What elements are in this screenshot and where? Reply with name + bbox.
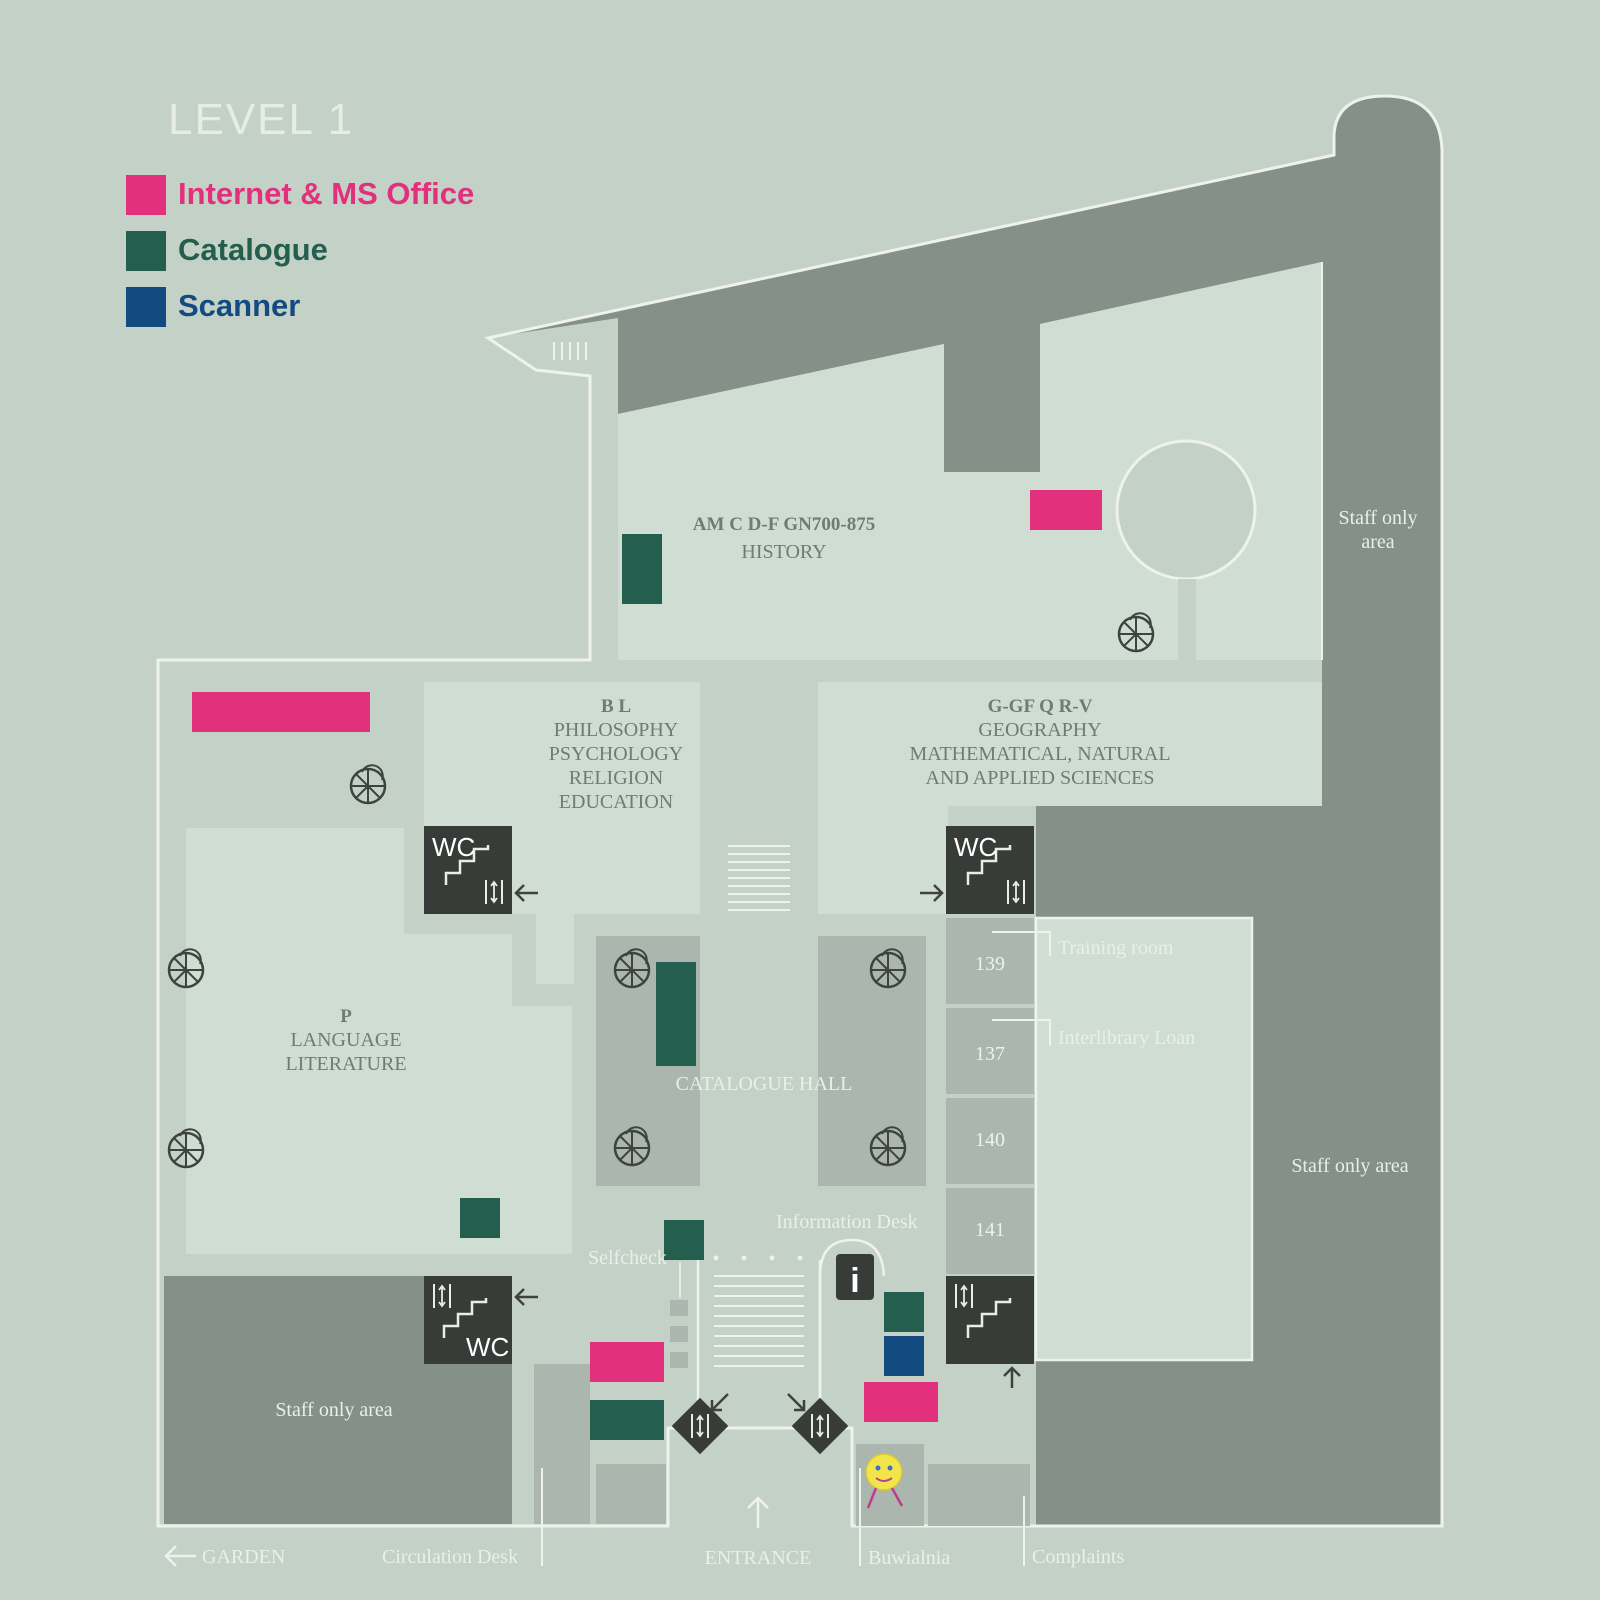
room-number-141: 141 bbox=[975, 1219, 1005, 1241]
legend-swatch-catalogue bbox=[126, 231, 166, 271]
philosophy-line: PHILOSOPHY bbox=[554, 719, 678, 741]
circulation-desk-label: Circulation Desk bbox=[382, 1546, 518, 1568]
philosophy-line: PSYCHOLOGY bbox=[549, 743, 683, 765]
geography-code: G-GF Q R-V bbox=[988, 696, 1093, 717]
geography-line: GEOGRAPHY bbox=[978, 719, 1101, 741]
philosophy-code: B L bbox=[601, 696, 631, 717]
catalogue-station bbox=[622, 534, 662, 604]
philosophy-line: EDUCATION bbox=[559, 791, 673, 813]
complaints-label: Complaints bbox=[1032, 1546, 1124, 1568]
room-141-block bbox=[946, 1188, 1034, 1274]
legend-swatch-scanner bbox=[126, 287, 166, 327]
legend: Internet & MS Office Catalogue Scanner bbox=[126, 175, 474, 327]
room-number-139: 139 bbox=[975, 953, 1005, 975]
legend-label-scanner: Scanner bbox=[178, 288, 300, 323]
wc-label-east: WC bbox=[954, 832, 997, 862]
training-room-label: Training room bbox=[1058, 937, 1174, 959]
internet-stations bbox=[192, 490, 1102, 1422]
geography-line: AND APPLIED SCIENCES bbox=[926, 767, 1155, 789]
info-icon bbox=[836, 1254, 874, 1300]
entrance-label: ENTRANCE bbox=[705, 1547, 812, 1569]
catalogue-station bbox=[590, 1400, 664, 1440]
catalogue-station bbox=[884, 1292, 924, 1332]
selfcheck-label: Selfcheck bbox=[588, 1247, 667, 1269]
history-name: HISTORY bbox=[741, 541, 826, 563]
catalogue-station bbox=[460, 1198, 500, 1238]
staff-label-top-right: area bbox=[1361, 531, 1394, 553]
philosophy-line: RELIGION bbox=[569, 767, 663, 789]
language-line: LANGUAGE bbox=[290, 1029, 401, 1051]
language-code: P bbox=[340, 1006, 352, 1027]
staff-label-right: Staff only area bbox=[1291, 1155, 1408, 1177]
wc-block-west bbox=[424, 826, 512, 914]
catalogue-hall-label: CATALOGUE HALL bbox=[676, 1073, 853, 1095]
stairs-lines-north bbox=[728, 845, 790, 911]
internet-station bbox=[590, 1342, 664, 1382]
internet-station bbox=[864, 1382, 938, 1422]
direction-arrows bbox=[514, 884, 1021, 1412]
stairs-block-southeast bbox=[946, 1276, 1034, 1364]
wc-block-southwest bbox=[424, 1276, 512, 1364]
catalogue-stations bbox=[460, 534, 924, 1440]
level-title: LEVEL 1 bbox=[168, 95, 354, 144]
info-glyph: i bbox=[850, 1262, 859, 1300]
window-ticks bbox=[553, 342, 587, 360]
language-room bbox=[186, 828, 572, 1254]
room-140-block bbox=[946, 1098, 1034, 1184]
information-desk-label: Information Desk bbox=[776, 1211, 918, 1233]
entrance-stairs bbox=[714, 1275, 804, 1367]
mascot-icon bbox=[865, 1453, 904, 1509]
buwialnia-label: Buwialnia bbox=[868, 1547, 950, 1569]
scanner-station bbox=[884, 1336, 924, 1376]
garden-link[interactable]: GARDEN bbox=[202, 1546, 285, 1568]
room-137-block bbox=[946, 1008, 1034, 1094]
room-number-137: 137 bbox=[975, 1043, 1005, 1065]
geography-line: MATHEMATICAL, NATURAL bbox=[909, 743, 1170, 765]
training-room-block bbox=[1034, 916, 1254, 1362]
geography-room bbox=[818, 682, 1322, 806]
dotted-line bbox=[713, 1255, 803, 1261]
room-number-140: 140 bbox=[975, 1129, 1005, 1151]
wc-label-southwest: WC bbox=[466, 1332, 509, 1362]
legend-label-catalogue: Catalogue bbox=[178, 232, 328, 267]
rotunda bbox=[1115, 439, 1257, 581]
language-line: LITERATURE bbox=[285, 1053, 406, 1075]
history-code: AM C D-F GN700-875 bbox=[693, 514, 875, 535]
internet-station bbox=[1030, 490, 1102, 530]
staff-label-bottom-left: Staff only area bbox=[275, 1399, 392, 1421]
staff-label-top-right: Staff only bbox=[1338, 507, 1417, 529]
building-outline bbox=[156, 94, 1444, 1528]
catalogue-station bbox=[664, 1220, 704, 1260]
lift-diamond-west bbox=[671, 1397, 729, 1455]
internet-station bbox=[192, 692, 370, 732]
legend-swatch-internet bbox=[126, 175, 166, 215]
wc-block-east bbox=[946, 826, 1034, 914]
lift-diamond-east bbox=[791, 1397, 849, 1455]
interlibrary-loan-label: Interlibrary Loan bbox=[1058, 1027, 1195, 1049]
legend-label-internet: Internet & MS Office bbox=[178, 176, 474, 211]
catalogue-station bbox=[656, 962, 696, 1066]
wc-label-west: WC bbox=[432, 832, 475, 862]
selfcheck-machines bbox=[670, 1300, 688, 1368]
scanner-stations bbox=[884, 1336, 924, 1376]
